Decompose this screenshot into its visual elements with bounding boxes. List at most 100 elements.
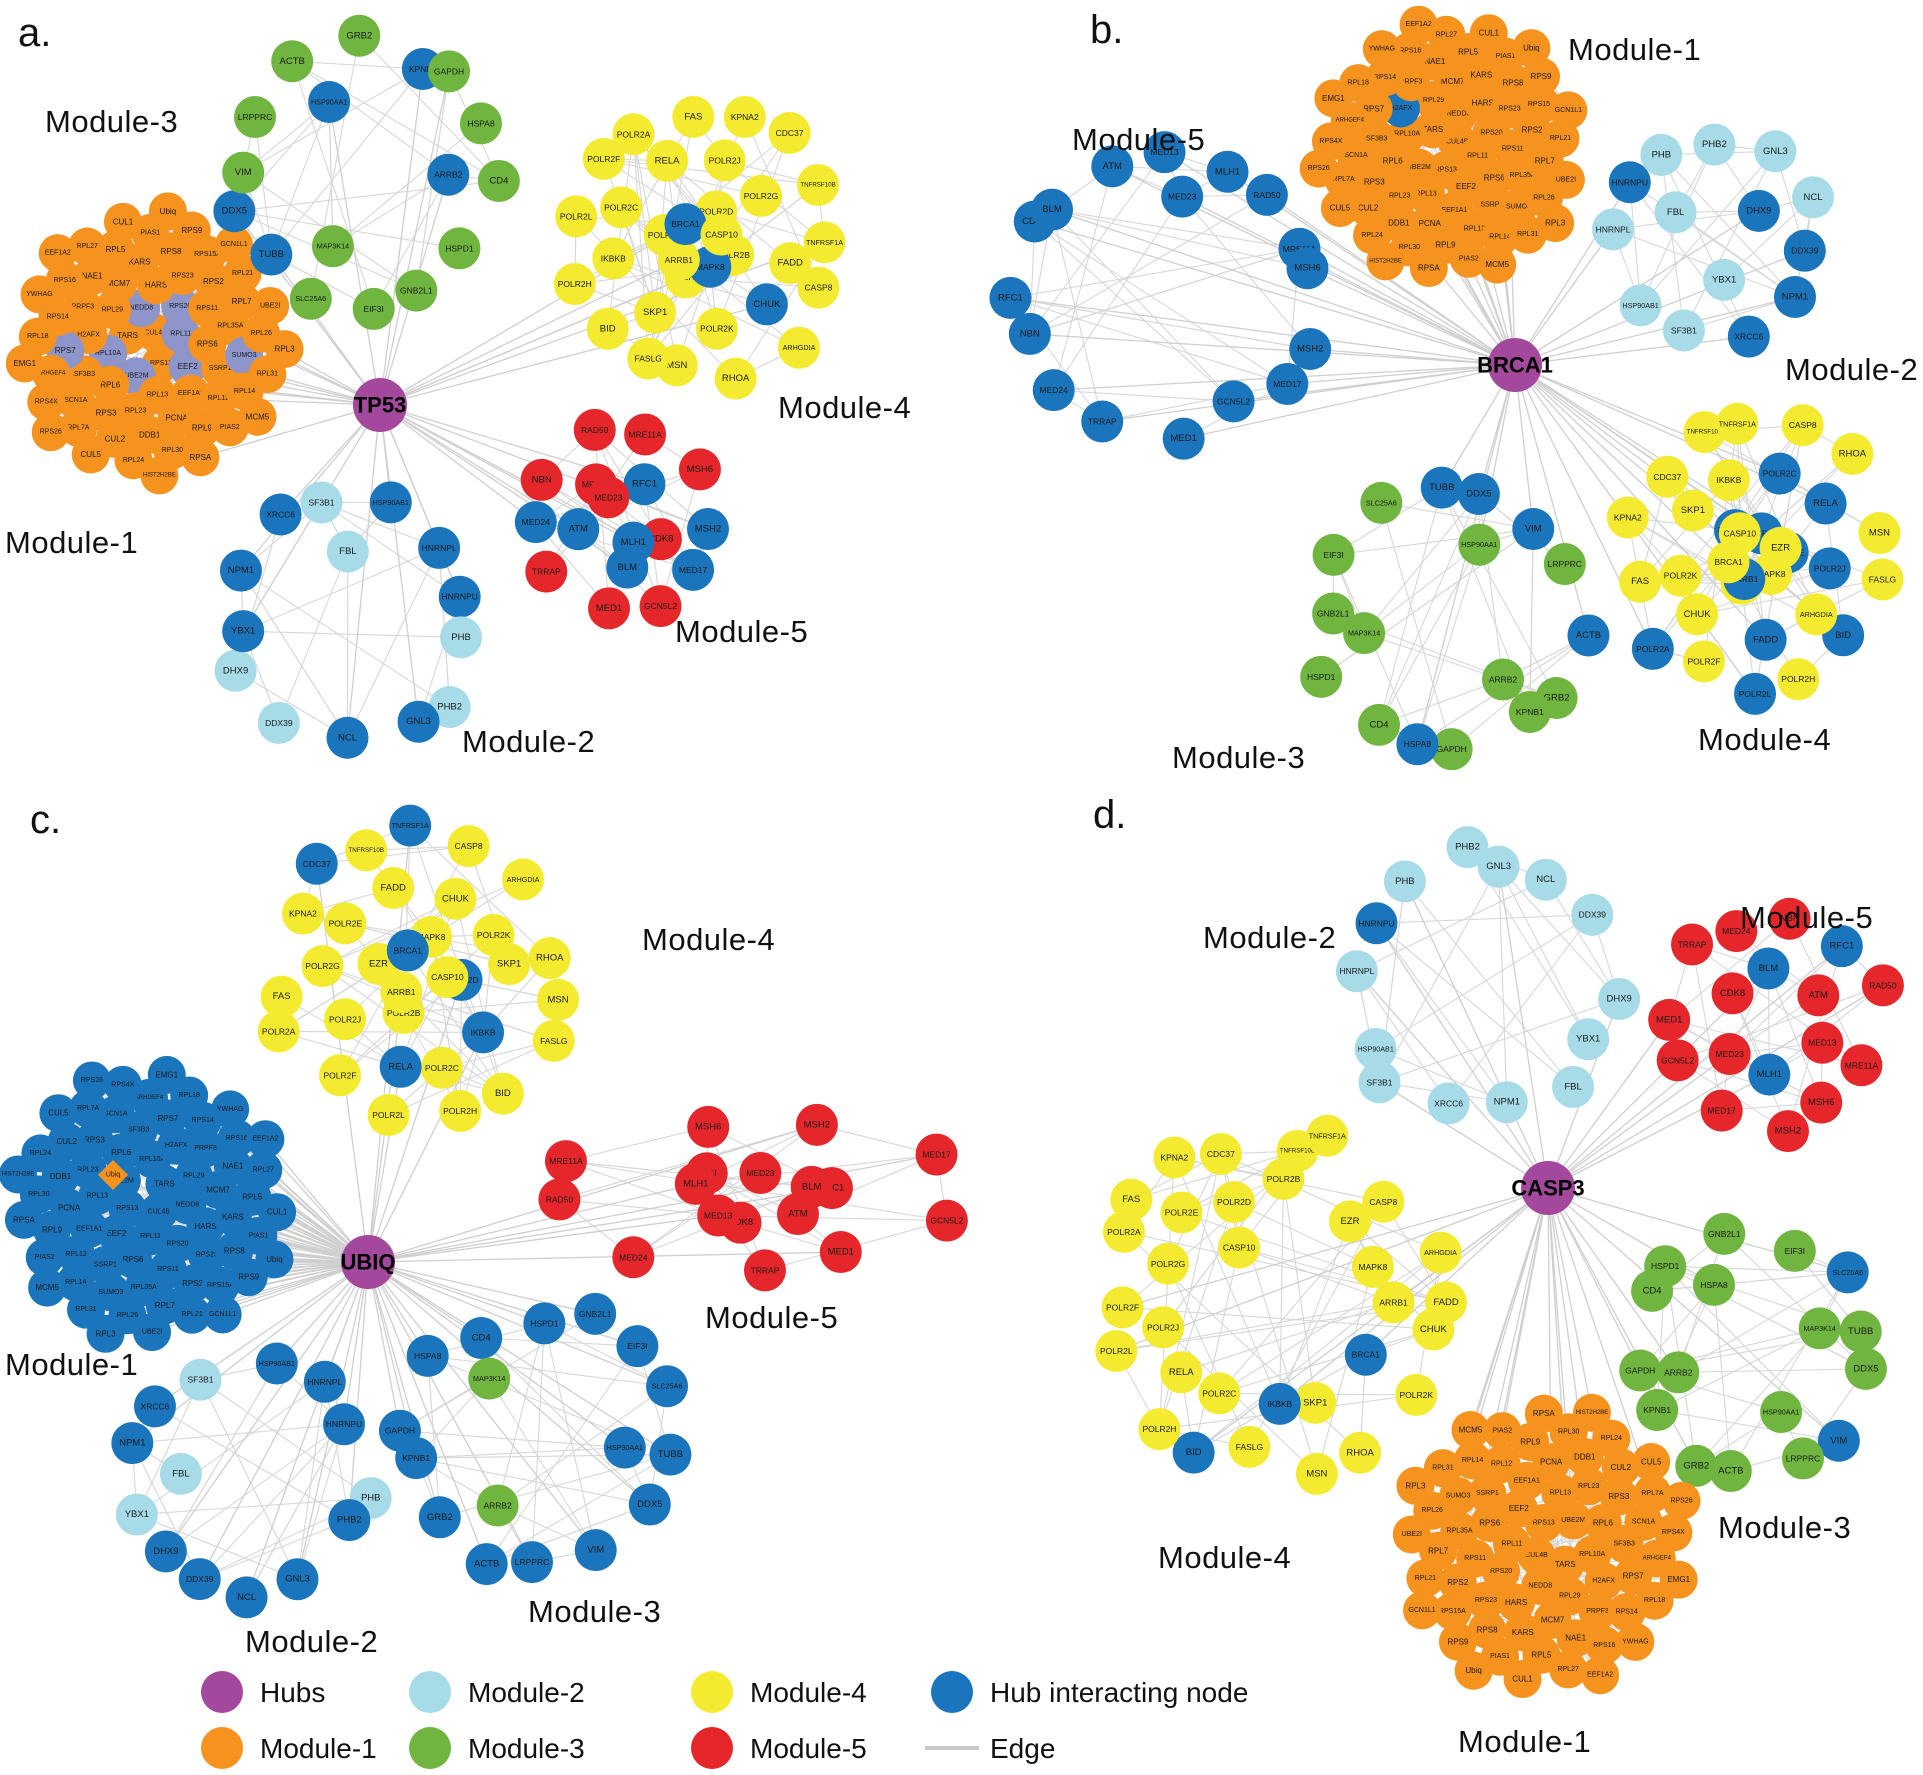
edge <box>1498 866 1589 1040</box>
gene-label: RPS13 <box>1435 166 1457 173</box>
gene-node <box>664 203 707 246</box>
edge <box>1238 1247 1447 1303</box>
edge <box>373 174 449 310</box>
gene-label: RPL11 <box>1467 152 1488 159</box>
gene-node <box>1396 723 1439 766</box>
hub-edge <box>1514 296 1796 366</box>
edge <box>388 1040 554 1116</box>
edge <box>1102 383 1288 423</box>
gene-label: BID <box>495 1088 511 1099</box>
gene-node <box>1599 1477 1638 1516</box>
gene-label: RPS26 <box>81 1077 103 1084</box>
gene-label: RPS2 <box>203 277 224 286</box>
gene-label: RPS6 <box>1479 1519 1500 1528</box>
gene-label: ARHGEF4 <box>135 1095 164 1101</box>
edge <box>1378 493 1480 726</box>
gene-label: CASP8 <box>1789 420 1817 430</box>
gene-label: SF3B1 <box>1671 325 1697 335</box>
gene-node <box>714 357 757 400</box>
gene-label: YWHAG <box>1369 46 1395 53</box>
gene-label: RPS8 <box>224 1246 245 1255</box>
gene-node <box>649 1433 692 1476</box>
gene-node <box>1766 1110 1809 1153</box>
gene-node <box>1497 1583 1536 1622</box>
gene-node <box>144 1530 187 1573</box>
gene-label: VIM <box>235 167 252 178</box>
hub-edge <box>1029 333 1516 366</box>
hub-edge <box>1279 1187 1549 1405</box>
gene-label: DDX39 <box>1791 246 1819 256</box>
hub-edge <box>1497 866 1549 1189</box>
gene-label: TRRAP <box>751 1265 780 1275</box>
gene-label: MED23 <box>594 492 623 502</box>
gene-node <box>1161 175 1204 218</box>
gene-label: RPSA <box>1533 1409 1555 1418</box>
gene-node <box>603 1426 646 1469</box>
gene-node <box>460 1316 503 1359</box>
edge <box>1051 209 1308 269</box>
gene-node <box>1798 1307 1841 1350</box>
gene-node <box>213 190 256 233</box>
module-label: Module-1 <box>5 525 138 560</box>
gene-label: ARHGEF4 <box>1643 1555 1672 1561</box>
gene-label: RPL31 <box>75 1306 97 1313</box>
gene-label: CASP10 <box>431 972 464 982</box>
gene-node <box>4 1200 43 1239</box>
gene-node <box>623 463 666 506</box>
gene-label: EEF2 <box>178 362 199 371</box>
gene-label: ACTB <box>474 1559 499 1570</box>
gene-label: EEF1A1 <box>178 390 204 397</box>
gene-label: EEF2 <box>1509 1504 1530 1513</box>
gene-label: POLR2B <box>716 250 750 260</box>
gene-label: CHUK <box>442 893 470 904</box>
edge <box>136 1381 326 1516</box>
module-label: Module-4 <box>778 390 911 425</box>
gene-label: RPL30 <box>28 1191 50 1198</box>
gene-label: XRCC6 <box>1434 1098 1463 1108</box>
gene-node <box>1777 658 1820 701</box>
hub-edge <box>1514 364 1763 534</box>
gene-node <box>1671 923 1714 966</box>
gene-label: PHB <box>361 1493 381 1504</box>
gene-node <box>1619 1349 1662 1392</box>
gene-label: MED13 <box>1808 1038 1837 1048</box>
gene-node <box>1160 1191 1203 1234</box>
gene-label: SKP1 <box>1681 505 1705 516</box>
module-label: Module-5 <box>1740 900 1873 935</box>
gene-node <box>1438 1563 1477 1602</box>
gene-node <box>1708 1032 1751 1075</box>
edge <box>1656 1327 1820 1411</box>
edge <box>409 825 551 959</box>
gene-label: RPL31 <box>1432 1465 1454 1472</box>
gene-node <box>1744 618 1787 661</box>
gene-label: RPS7 <box>55 346 76 355</box>
gene-node <box>1212 380 1255 423</box>
gene-node <box>276 1558 319 1601</box>
gene-label: EMG1 <box>1322 94 1345 103</box>
gene-label: NAE1 <box>223 1162 244 1171</box>
module-label: Module-5 <box>1072 122 1205 157</box>
gene-node <box>1569 1467 1608 1506</box>
gene-label: TNFRSF10B <box>1280 1147 1315 1154</box>
gene-node <box>803 221 846 264</box>
edge <box>132 1423 345 1444</box>
module-label: Module-2 <box>1785 352 1918 387</box>
edge <box>1723 1233 1867 1370</box>
edge <box>332 122 482 247</box>
legend-swatch <box>691 1727 733 1769</box>
gene-label: DHX9 <box>153 1546 178 1557</box>
hub-edge <box>367 1261 626 1449</box>
gene-node <box>438 227 481 270</box>
gene-label: RHOA <box>1346 1447 1374 1458</box>
hub-edge <box>1365 1187 1549 1356</box>
gene-label: ATM <box>1103 161 1122 172</box>
gene-label: BRCA1 <box>394 945 423 955</box>
gene-node <box>1703 258 1746 301</box>
gene-node <box>1804 482 1847 525</box>
edge <box>1767 968 1822 1103</box>
gene-node <box>1683 640 1726 683</box>
gene-label: CASP8 <box>455 841 483 851</box>
gene-label: HSP90AA1 <box>1763 1408 1799 1417</box>
gene-label: CDC37 <box>1653 472 1681 482</box>
gene-label: RPL35A <box>1447 1528 1473 1535</box>
